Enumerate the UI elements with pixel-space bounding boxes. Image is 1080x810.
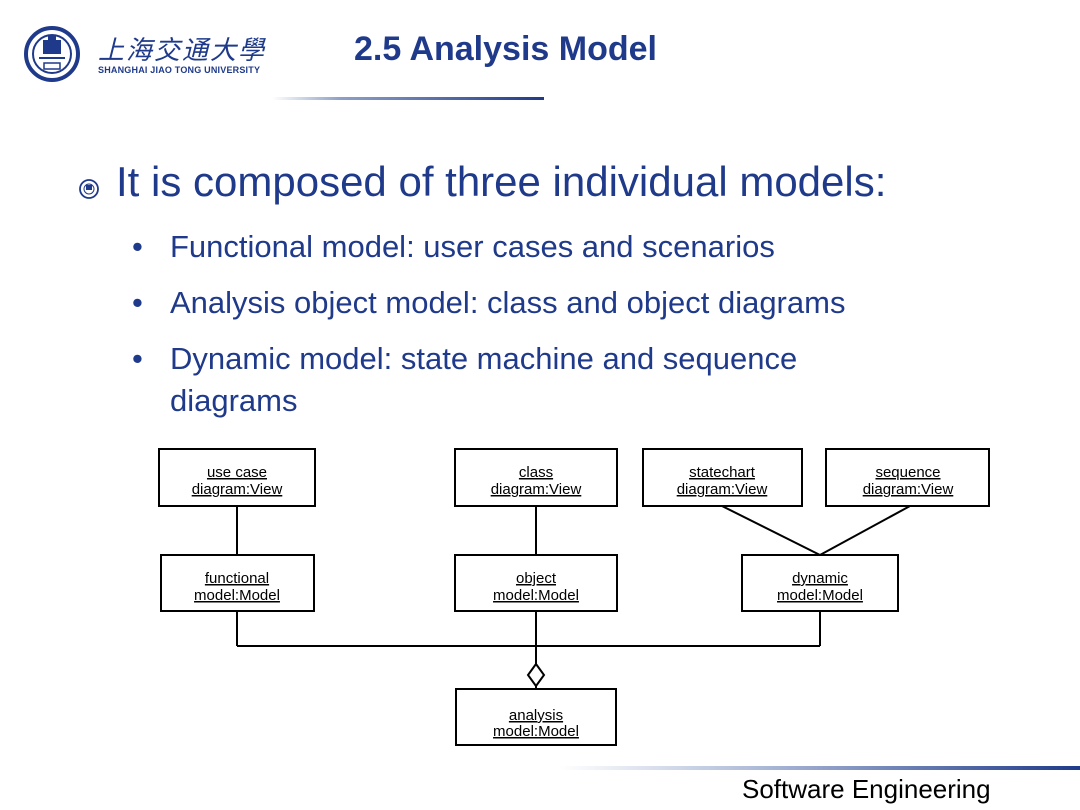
- bullet-dot-icon: •: [132, 229, 143, 264]
- node-label: diagram:View: [491, 481, 582, 498]
- node-label: model:Model: [493, 723, 579, 740]
- node-label: diagram:View: [192, 481, 283, 498]
- sequence-view-box: sequence diagram:View: [825, 448, 990, 507]
- title-underline: [272, 97, 544, 100]
- slide-title: 2.5 Analysis Model: [354, 30, 657, 68]
- sub-bullet-text: Dynamic model: state machine and sequenc…: [170, 341, 798, 376]
- node-label: model:Model: [194, 587, 280, 604]
- node-label: diagram:View: [677, 481, 768, 498]
- bullet-dot-icon: •: [132, 285, 143, 320]
- diagram-connectors: [236, 505, 911, 689]
- dynamic-model-box: dynamic model:Model: [741, 554, 899, 612]
- analysis-model-diagram: use case diagram:View class diagram:View…: [158, 448, 990, 746]
- logo-english-name: SHANGHAI JIAO TONG UNIVERSITY: [98, 65, 261, 75]
- use-case-view-box: use case diagram:View: [158, 448, 316, 507]
- footer-rule: [560, 766, 1080, 770]
- node-label: class: [519, 464, 553, 481]
- bullet-dot-icon: •: [132, 341, 143, 376]
- node-label: dynamic: [792, 570, 848, 587]
- seal-bullet-icon: [79, 179, 99, 199]
- footer-course-name: Software Engineering: [742, 774, 991, 804]
- logo-chinese-name: 上海交通大學: [98, 36, 267, 66]
- node-label: analysis: [509, 707, 563, 724]
- analysis-model-box: analysis model:Model: [455, 688, 617, 746]
- university-seal-icon: [24, 26, 80, 82]
- node-label: model:Model: [777, 587, 863, 604]
- main-bullet-text: It is composed of three individual model…: [116, 158, 887, 205]
- aggregation-diamond-icon: [526, 662, 546, 688]
- node-label: use case: [207, 464, 267, 481]
- sub-bullet-text: diagrams: [170, 383, 298, 418]
- node-label: diagram:View: [863, 481, 954, 498]
- statechart-view-box: statechart diagram:View: [642, 448, 803, 507]
- node-label: functional: [205, 570, 269, 587]
- object-model-box: object model:Model: [454, 554, 618, 612]
- sub-bullet-text: Functional model: user cases and scenari…: [170, 229, 775, 264]
- node-label: model:Model: [493, 587, 579, 604]
- class-view-box: class diagram:View: [454, 448, 618, 507]
- node-label: object: [516, 570, 557, 587]
- node-label: statechart: [689, 464, 756, 481]
- node-label: sequence: [875, 464, 940, 481]
- functional-model-box: functional model:Model: [160, 554, 315, 612]
- university-logo: 上海交通大學 SHANGHAI JIAO TONG UNIVERSITY: [22, 24, 264, 84]
- sub-bullet-text: Analysis object model: class and object …: [170, 285, 846, 320]
